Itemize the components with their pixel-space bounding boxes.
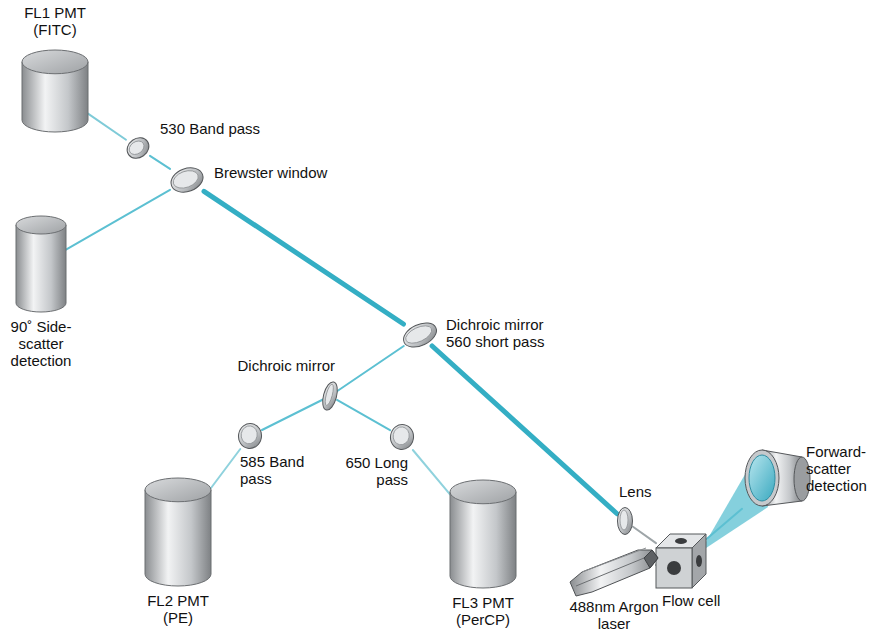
cube-front [656, 548, 692, 588]
tube-body [145, 490, 211, 586]
optical-filter-shape [402, 324, 438, 346]
light-beam [413, 450, 450, 494]
detector-tube-shape [16, 216, 66, 312]
light-beam [88, 114, 126, 140]
detector-rim [745, 450, 779, 506]
filter-rim [123, 134, 153, 163]
tube-top [145, 478, 211, 502]
optical-filter-shape [323, 381, 337, 411]
flow-cell: Flow cell [656, 534, 706, 588]
light-beam [432, 346, 617, 514]
laser-edge [576, 558, 658, 586]
filter-rim [389, 423, 416, 452]
filter-glass [324, 383, 335, 406]
component-label: Brewster window [214, 164, 344, 181]
light-beam [706, 509, 742, 540]
light-beam [66, 190, 170, 250]
component-label: 488nm Argon laser [566, 598, 662, 632]
component-label: 90˚ Side- scatter detection [2, 318, 80, 369]
tube-top [450, 480, 516, 504]
detector-tube-shape [22, 50, 88, 132]
optical-filter-shape [617, 507, 633, 535]
detector-tube-shape [145, 478, 211, 586]
forward-scatter-detector: Forward- scatter detection [742, 447, 814, 509]
light-beam [204, 191, 403, 324]
filter-rim [320, 380, 340, 411]
component-label: Dichroic mirror 560 short pass [446, 316, 561, 350]
component-label: FL2 PMT (PE) [133, 592, 223, 626]
laser-source-shape [566, 546, 662, 598]
detector-tube: FL3 PMT (PerCP) [450, 480, 516, 588]
light-beam [337, 400, 390, 430]
forward-scatter-detector-shape [742, 447, 814, 509]
detector-tube: 90˚ Side- scatter detection [16, 216, 66, 312]
optical-filter: Dichroic mirror 560 short pass [402, 324, 438, 346]
light-beam [633, 527, 656, 543]
filter-glass [240, 425, 259, 446]
detector-tube-shape [450, 480, 516, 588]
optical-filter-shape [390, 424, 414, 450]
component-label: 530 Band pass [160, 120, 270, 137]
filter-rim [237, 422, 264, 451]
flow-cell-shape [656, 534, 706, 588]
laser-body [570, 550, 658, 596]
detector-tube: FL2 PMT (PE) [145, 478, 211, 586]
laser-edge [582, 548, 646, 572]
light-beam [262, 400, 323, 431]
component-label: Dichroic mirror [225, 357, 335, 374]
component-label: Flow cell [662, 592, 742, 609]
component-label: FL1 PMT (FITC) [12, 4, 98, 38]
cell-port [667, 561, 681, 575]
detector-tube: FL1 PMT (FITC) [22, 50, 88, 132]
tube-top [22, 50, 88, 74]
laser-face [644, 550, 658, 568]
tube-body [16, 225, 66, 312]
light-beam [337, 346, 404, 391]
detector-lens [749, 455, 775, 501]
filter-rim [400, 318, 441, 352]
filter-glass [171, 167, 201, 191]
optical-filter: 650 Long pass [390, 424, 414, 450]
filter-glass [403, 322, 434, 347]
filter-rim [168, 164, 207, 197]
component-label: 585 Band pass [240, 453, 320, 487]
filter-glass [392, 426, 411, 447]
optical-filter-shape [126, 138, 150, 158]
laser-source: 488nm Argon laser [566, 546, 662, 598]
component-label: FL3 PMT (PerCP) [438, 594, 528, 628]
cell-port [675, 538, 687, 544]
component-label: 650 Long pass [328, 454, 408, 488]
filter-glass [127, 138, 147, 157]
optical-filter: Lens [617, 507, 633, 535]
tube-top [16, 216, 66, 234]
light-beam [211, 449, 240, 488]
optical-filter: 585 Band pass [238, 423, 262, 449]
component-label: Lens [619, 483, 669, 500]
optical-filter: 530 Band pass [126, 138, 150, 158]
optical-filter-shape [170, 168, 204, 192]
tube-body [450, 492, 516, 588]
filter-glass [620, 510, 628, 530]
light-beam [150, 156, 170, 169]
optical-filter: Dichroic mirror [323, 381, 337, 411]
cell-port [696, 555, 702, 567]
filter-rim [618, 508, 633, 535]
optical-filter-shape [238, 423, 262, 449]
cube-side [692, 534, 706, 588]
component-label: Forward- scatter detection [806, 443, 872, 494]
optical-filter: Brewster window [170, 168, 204, 192]
